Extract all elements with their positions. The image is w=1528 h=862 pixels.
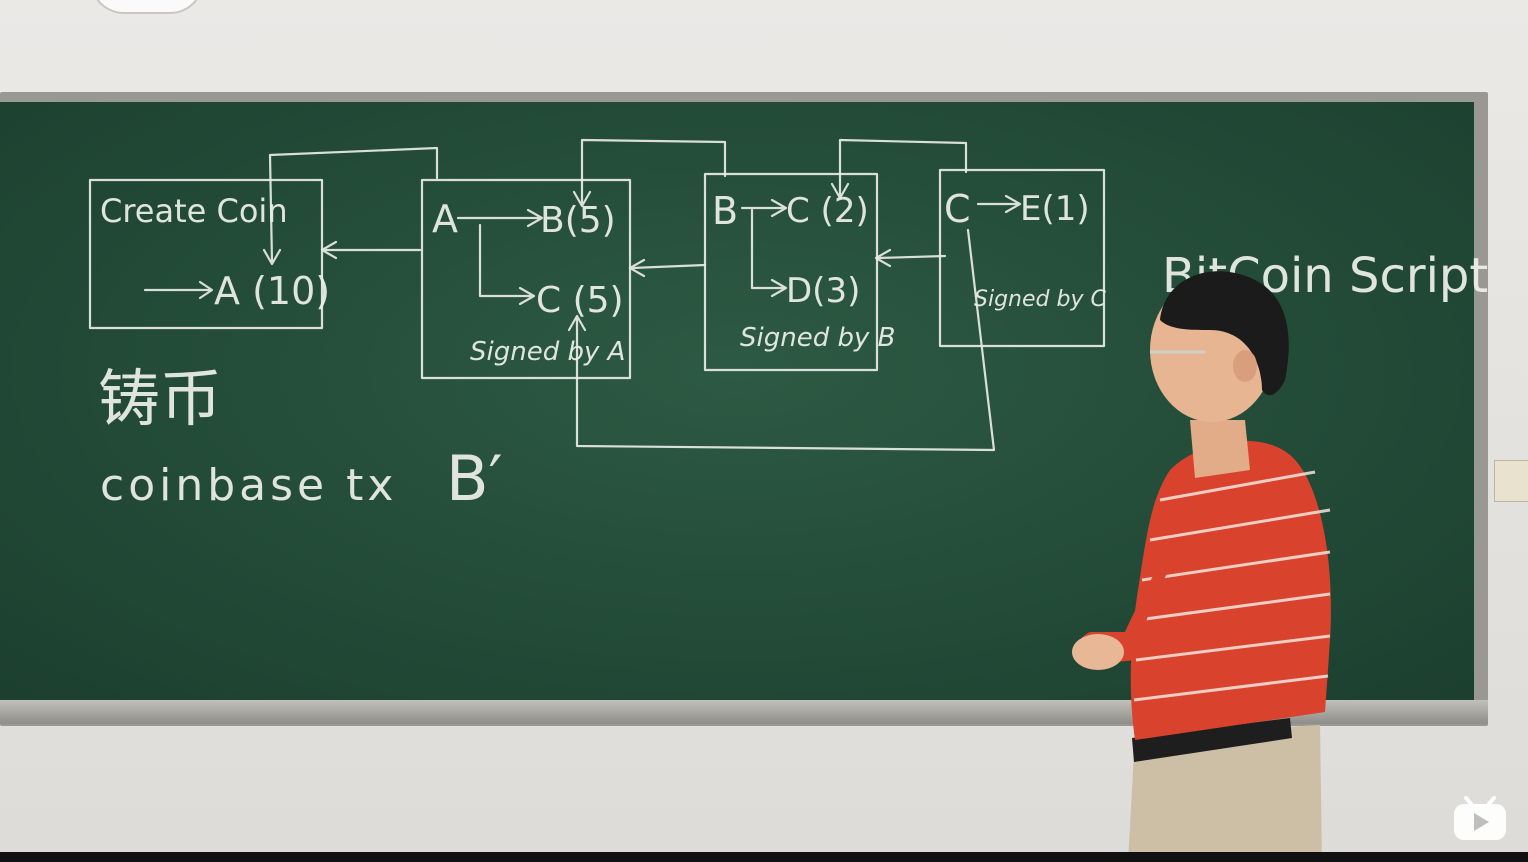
video-bottom-bar [0, 852, 1528, 862]
note-chinese-mint: 铸币 [98, 362, 222, 435]
lecturer-hands [1072, 634, 1124, 670]
tx-b-out-d: D(3) [786, 271, 860, 311]
note-b-prime: B′ [446, 442, 503, 515]
tx-a-box [420, 178, 632, 380]
tx-a-input: A [432, 197, 458, 241]
create-coin-arrow [143, 280, 214, 300]
note-coinbase: coinbase tx [100, 460, 397, 511]
create-coin-output: A (10) [214, 269, 330, 313]
lecturer-ear [1233, 350, 1257, 382]
ref-b-to-out-b [572, 138, 727, 208]
ref-a-to-coin [262, 146, 439, 266]
lecturer-shirt [1130, 440, 1331, 740]
create-coin-box [88, 178, 324, 330]
tx-a-arrow-c [478, 223, 536, 306]
tx-b-signature: Signed by B [740, 323, 895, 353]
tx-c-input: C [944, 187, 971, 231]
tx-b-box [703, 172, 879, 372]
tx-c-signature: Signed by C [974, 287, 1106, 312]
lecturer-belt [1132, 718, 1292, 762]
ref-c-to-a-out-c [567, 228, 996, 452]
wall-switch [1494, 460, 1528, 502]
tx-c-arrow-e [976, 194, 1022, 214]
arrow-tx-b-to-a [628, 258, 707, 278]
arrow-tx-c-to-b [874, 248, 947, 268]
tx-b-arrow-c [740, 198, 788, 218]
tx-b-input: B [712, 189, 738, 233]
tx-a-out-c: C (5) [536, 280, 624, 321]
lecturer-hair [1160, 271, 1289, 396]
arrow-tx-a-to-create [320, 240, 422, 260]
tx-c-out-e: E(1) [1020, 189, 1090, 229]
lecturer-trousers [1128, 725, 1322, 862]
tx-a-arrow-b [456, 208, 544, 228]
tx-b-arrow-d [750, 208, 788, 298]
tx-a-signature: Signed by A [470, 337, 625, 367]
tx-b-out-c: C (2) [786, 191, 869, 231]
create-coin-title: Create Coin [100, 192, 288, 230]
tx-c-box [938, 168, 1106, 348]
tx-a-out-b: B(5) [540, 200, 616, 241]
ref-c-to-out-c [830, 138, 968, 200]
bilibili-play-icon[interactable] [1452, 796, 1508, 842]
